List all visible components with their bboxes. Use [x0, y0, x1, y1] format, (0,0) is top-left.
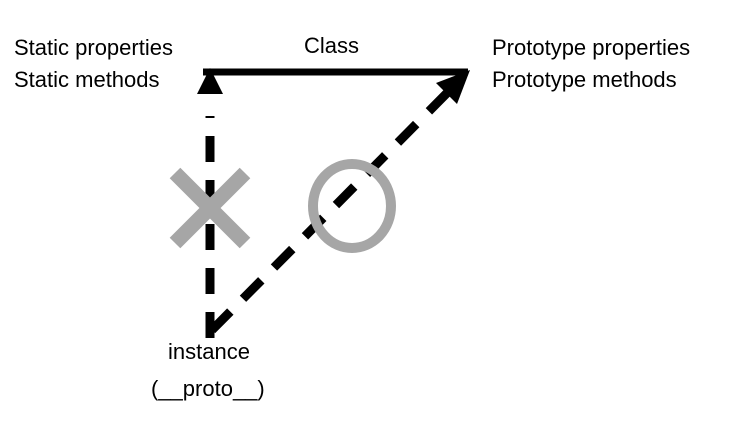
class-label: Class — [304, 33, 360, 58]
prototype-properties-label: Prototype properties — [492, 35, 691, 60]
instance-to-prototype-dashed-line — [208, 84, 456, 334]
cross-mark-icon — [169, 167, 251, 249]
static-methods-label: Static methods — [14, 67, 160, 92]
prototype-methods-label: Prototype methods — [492, 67, 677, 92]
instance-label: instance — [168, 339, 250, 364]
prototype-arrowhead — [436, 70, 470, 104]
static-arrowhead — [197, 68, 223, 94]
proto-label: (__proto__) — [151, 376, 265, 401]
static-properties-label: Static properties — [14, 35, 173, 60]
circle-mark-icon — [308, 159, 396, 253]
